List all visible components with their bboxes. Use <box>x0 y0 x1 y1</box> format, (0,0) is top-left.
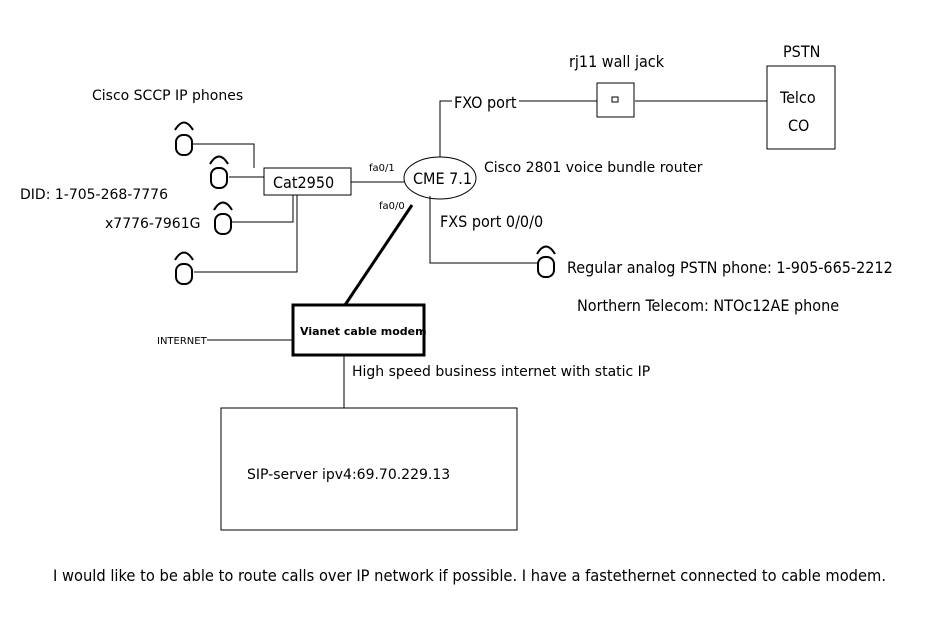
wall-jack-icon <box>596 82 635 118</box>
ip-phone-icon <box>209 155 229 189</box>
nortel-phone-label: Northern Telecom: NTOc12AE phone <box>577 296 839 315</box>
analog-phone-icon <box>536 245 556 278</box>
sip-server-label: SIP-server ipv4:69.70.229.13 <box>247 467 450 483</box>
router-label: CME 7.1 <box>413 169 472 188</box>
ip-phone-icon <box>213 201 233 235</box>
router-to-modem-line <box>343 204 414 306</box>
analog-phone-label: Regular analog PSTN phone: 1-905-665-221… <box>567 258 893 277</box>
telco-co-box <box>766 65 836 150</box>
telco-label: Telco <box>779 88 816 107</box>
co-label: CO <box>788 116 809 135</box>
phone3-line <box>232 195 294 223</box>
phone1-line <box>193 143 255 168</box>
fa01-label: fa0/1 <box>369 163 395 174</box>
did-label: DID: 1-705-268-7776 <box>20 187 168 203</box>
fxo-port-label: FXO port <box>454 93 517 112</box>
sccp-phones-label: Cisco SCCP IP phones <box>92 88 243 104</box>
modem-label: Vianet cable modem <box>300 325 427 338</box>
router-desc: Cisco 2801 voice bundle router <box>484 160 703 176</box>
footer-note: I would like to be able to route calls o… <box>53 566 886 585</box>
pstn-label: PSTN <box>783 42 820 61</box>
internet-label: INTERNET <box>157 336 208 347</box>
wall-jack-label: rj11 wall jack <box>569 52 665 71</box>
internet-desc: High speed business internet with static… <box>352 364 650 380</box>
fa00-label: fa0/0 <box>379 201 405 212</box>
ip-phone-icon <box>174 251 194 285</box>
router-to-fxo-line <box>439 100 452 164</box>
switch-label: Cat2950 <box>273 173 334 192</box>
cable-modem <box>291 303 426 357</box>
router-to-analog-phone-line <box>429 196 537 264</box>
fxs-port-label: FXS port 0/0/0 <box>440 212 543 231</box>
sip-server-box <box>220 407 518 531</box>
extension-label: x7776-7961G <box>105 216 200 232</box>
phone4-line <box>194 195 298 273</box>
ip-phone-icon <box>174 121 194 156</box>
cat2950-switch <box>263 167 352 196</box>
cme-router <box>403 156 477 200</box>
